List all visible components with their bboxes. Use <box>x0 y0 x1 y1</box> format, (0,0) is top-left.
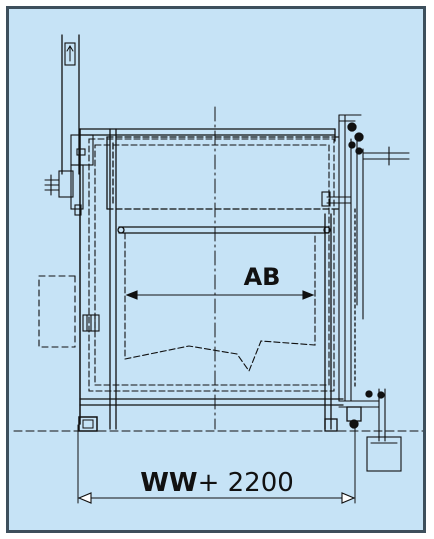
dimension-ab <box>125 290 315 300</box>
label-ww-bold: WW <box>140 468 197 498</box>
door-handle <box>82 314 100 332</box>
control-cabinet-outline <box>38 275 76 348</box>
exhaust-chimney <box>61 34 80 175</box>
load-basket <box>124 232 316 373</box>
upper-chamber <box>106 136 340 210</box>
label-ab: AB <box>244 263 281 291</box>
technical-drawing: AB WW+ 2200 <box>13 34 423 504</box>
up-arrow-icon <box>66 45 74 62</box>
right-piping <box>321 114 410 442</box>
load-rail <box>117 226 331 234</box>
inner-cabinet <box>88 138 335 392</box>
drain-basin <box>366 436 402 472</box>
label-ww-value: + 2200 <box>198 468 294 498</box>
drawing-frame: AB WW+ 2200 <box>6 6 426 533</box>
valve-cluster <box>346 122 385 429</box>
label-ww: WW+ 2200 <box>140 468 294 498</box>
outer-housing <box>79 128 344 425</box>
burner-assembly <box>44 134 94 216</box>
dimension-ww <box>77 492 356 504</box>
support-posts <box>78 128 338 432</box>
